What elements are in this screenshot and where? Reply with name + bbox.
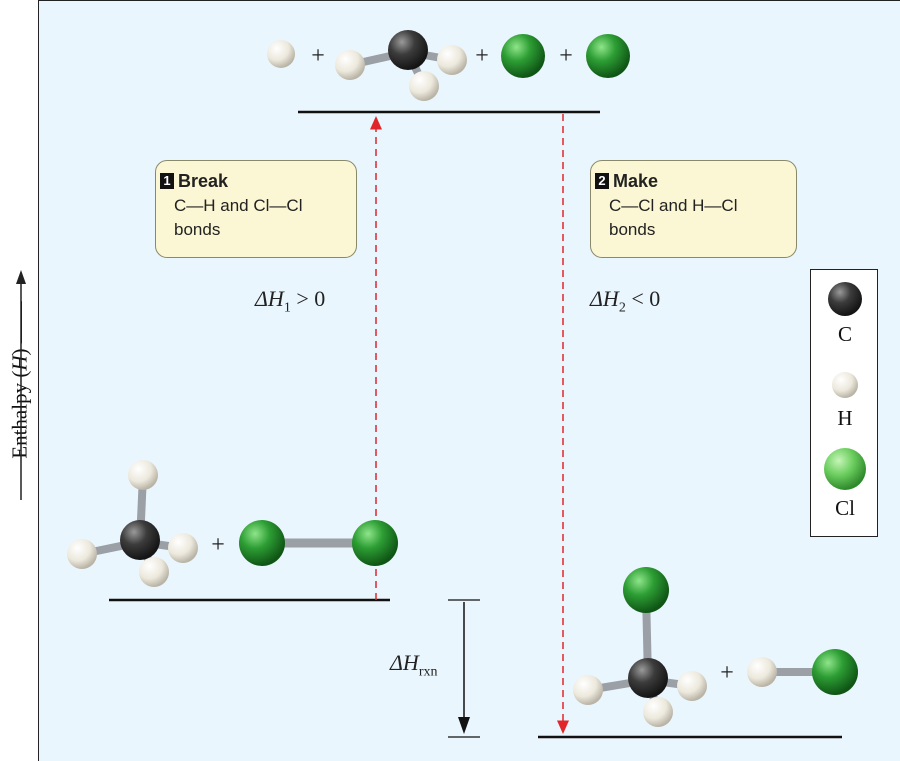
delta-h-subscript: rxn [418,664,438,680]
plus-sign: + [720,660,734,686]
legend-chlorine-label: Cl [835,496,855,520]
legend-swatches [824,282,866,490]
step-number-badge: 2 [595,173,609,189]
c-atom [120,520,160,560]
plus-sign: + [311,43,325,69]
intermediate-atoms [267,30,630,101]
delta-h1-label: ΔH1 > 0 [255,286,325,316]
delta-h-symbol: ΔH [590,286,619,311]
cl-atom [239,520,285,566]
step-title: Break [178,171,229,191]
cl-atom [812,649,858,695]
y-axis-arrowhead [16,270,26,284]
c-atom [388,30,428,70]
delta-h-rxn-label: ΔHrxn [390,650,437,680]
delta-h-relation: > 0 [290,286,326,311]
delta-h-subscript: 1 [283,300,291,316]
h-atom [335,50,365,80]
h-atom [573,675,603,705]
h-atom [409,71,439,101]
step-description-line: bonds [174,220,221,239]
cl-atom [586,34,630,78]
step-title: Make [613,171,659,191]
legend-chlorine-swatch [824,448,866,490]
h-atom [677,671,707,701]
h-atom [747,657,777,687]
plus-sign: + [559,43,573,69]
c-atom [628,658,668,698]
legend-hydrogen-label: H [837,406,853,430]
diagram-panel [38,0,900,761]
product-atoms [573,567,858,727]
step-description-line: C—Cl and H—Cl [609,196,738,215]
legend-carbon-swatch [828,282,862,316]
plus-sign: + [211,532,225,558]
h-atom [643,697,673,727]
h-atom [128,460,158,490]
h-atom [267,40,295,68]
rxn-arrowhead [458,717,470,734]
plus-sign: + [475,43,489,69]
delta-h-symbol: ΔH [390,650,419,675]
step-description-line: bonds [609,220,656,239]
legend-hydrogen-swatch [832,372,858,398]
h-atom [67,539,97,569]
h-atom [139,557,169,587]
atom-legend: C H Cl [810,269,878,537]
h-atom [437,45,467,75]
delta-h-subscript: 2 [618,300,626,316]
delta-h-symbol: ΔH [255,286,284,311]
delta-h-relation: < 0 [625,286,661,311]
cl-atom [352,520,398,566]
reactant-atoms [67,460,398,587]
step-number-badge: 1 [160,173,174,189]
cl-atom [501,34,545,78]
cl-atom [623,567,669,613]
legend-carbon-label: C [837,322,852,346]
delta-h2-label: ΔH2 < 0 [590,286,660,316]
step-description-line: C—H and Cl—Cl [174,196,303,215]
h-atom [168,533,198,563]
